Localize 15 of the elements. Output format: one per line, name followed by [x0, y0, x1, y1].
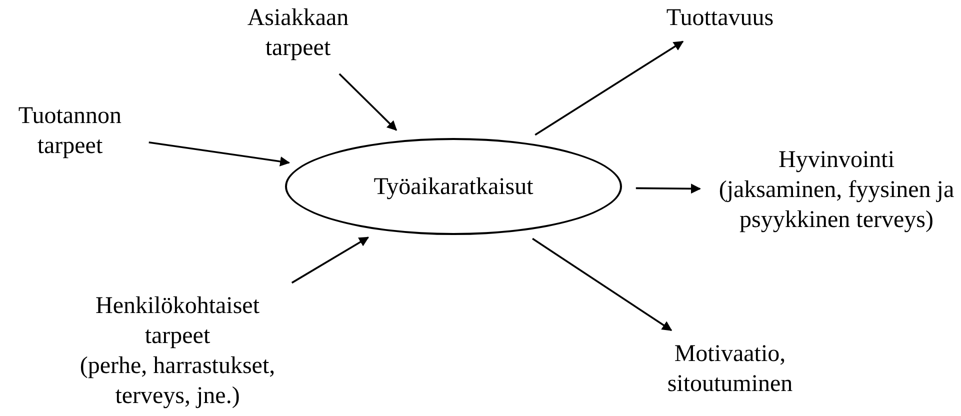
arrow — [291, 236, 370, 284]
node-label: Tuottavuus — [666, 4, 774, 33]
node-label: Henkilökohtaiset tarpeet — [94, 292, 260, 351]
node-label: Hyvinvointi — [778, 146, 894, 175]
node-label: Motivaatio, sitoutuminen — [666, 340, 794, 399]
arrow — [534, 40, 684, 136]
ellipse-label: Työaikaratkaisut — [374, 172, 534, 202]
arrow — [532, 238, 672, 332]
node-label: Asiakkaan tarpeet — [246, 4, 350, 63]
node-label: Tuotannon tarpeet — [17, 102, 123, 161]
node-label: (jaksaminen, fyysinen ja psyykkinen terveys) — [718, 176, 956, 235]
arrow — [338, 73, 398, 131]
arrow — [148, 142, 290, 166]
node-label: (perhe, harrastukset, terveys, jne.) — [78, 352, 276, 411]
arrow — [636, 184, 701, 194]
